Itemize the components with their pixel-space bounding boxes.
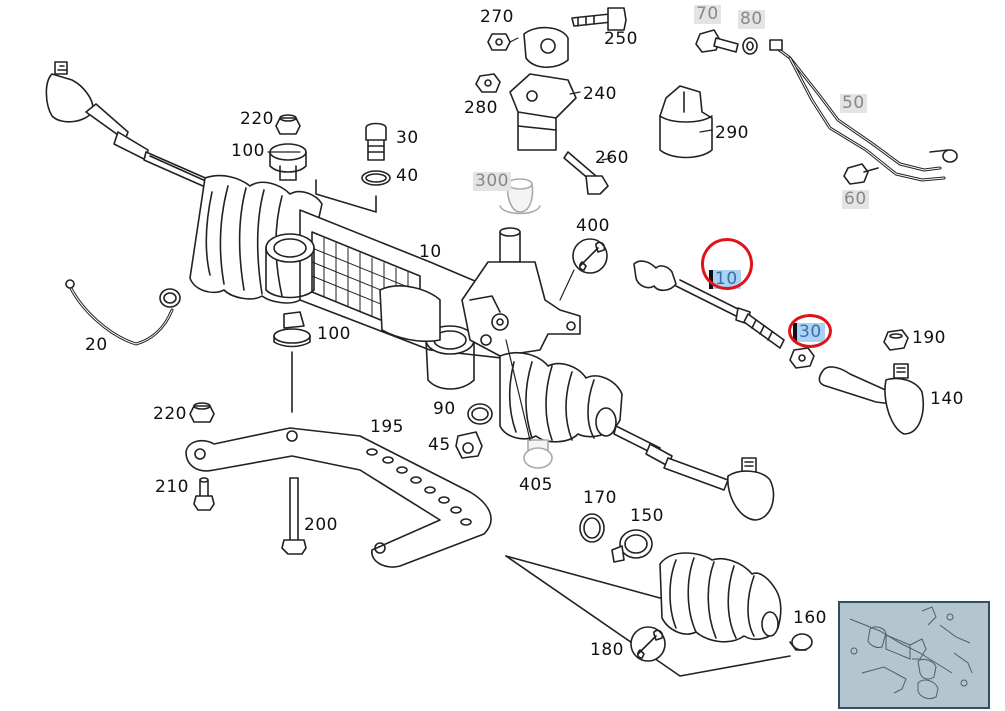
nut-190[interactable] <box>883 329 909 351</box>
cover-300[interactable] <box>499 178 541 215</box>
leader-line <box>505 555 661 599</box>
callout-90[interactable]: 90 <box>433 399 456 419</box>
left-tie-rod-end[interactable] <box>45 61 149 161</box>
callout-50[interactable]: 50 <box>840 93 867 113</box>
callout-405[interactable]: 405 <box>519 475 553 495</box>
mounting-bracket-195[interactable] <box>185 427 492 568</box>
callout-45[interactable]: 45 <box>428 435 451 455</box>
fitting-30-left[interactable] <box>365 122 387 161</box>
nut-220-top[interactable] <box>275 114 301 135</box>
callout-20[interactable]: 20 <box>85 335 108 355</box>
right-bellows[interactable] <box>499 351 623 443</box>
clamp-150[interactable] <box>611 529 653 563</box>
callout-210[interactable]: 210 <box>155 477 189 497</box>
right-tie-rod[interactable] <box>613 425 729 491</box>
callout-10-highlighted[interactable]: 10 <box>709 270 741 289</box>
callout-40[interactable]: 40 <box>396 166 419 186</box>
callout-10[interactable]: 10 <box>419 242 442 262</box>
seal-ring-90[interactable] <box>467 403 493 425</box>
thumbnail-preview <box>849 606 973 700</box>
callout-260[interactable]: 260 <box>595 148 629 168</box>
cover-290[interactable] <box>659 85 713 159</box>
washer-80[interactable] <box>742 37 758 55</box>
nut-220-bottom[interactable] <box>189 402 215 423</box>
inner-tie-rod-10[interactable] <box>633 260 785 349</box>
seal-ring-40[interactable] <box>361 170 391 186</box>
bolt-250[interactable] <box>571 7 627 31</box>
callout-270[interactable]: 270 <box>480 7 514 27</box>
callout-80[interactable]: 80 <box>738 9 765 29</box>
universal-joint-240[interactable] <box>509 26 577 151</box>
callout-290[interactable]: 290 <box>715 123 749 143</box>
mount-100-top[interactable] <box>269 143 307 181</box>
leader-bracket <box>315 179 377 213</box>
callout-170[interactable]: 170 <box>583 488 617 508</box>
nut-270[interactable] <box>487 33 511 51</box>
right-tie-rod-end-assembled[interactable] <box>727 457 775 521</box>
callout-30-highlighted[interactable]: 30 <box>793 323 825 342</box>
fitting-45[interactable] <box>455 431 483 459</box>
callout-220-bottom[interactable]: 220 <box>153 404 187 424</box>
callout-220-top[interactable]: 220 <box>240 109 274 129</box>
leader-line <box>505 555 791 677</box>
callout-400[interactable]: 400 <box>576 216 610 236</box>
callout-180[interactable]: 180 <box>590 640 624 660</box>
callout-195[interactable]: 195 <box>370 417 404 437</box>
feed-pipe-20[interactable] <box>65 279 181 346</box>
bolt-260[interactable] <box>563 151 609 195</box>
diagram-thumbnail-navigator[interactable] <box>838 601 990 709</box>
tie-rod-end-140[interactable] <box>818 363 924 435</box>
callout-140[interactable]: 140 <box>930 389 964 409</box>
clamp-160[interactable] <box>789 633 813 651</box>
nut-280[interactable] <box>475 73 501 93</box>
lock-nut-30[interactable] <box>789 347 815 369</box>
callout-100-bottom[interactable]: 100 <box>317 324 351 344</box>
callout-60[interactable]: 60 <box>842 189 869 209</box>
callout-200[interactable]: 200 <box>304 515 338 535</box>
bellows-kit[interactable] <box>659 552 782 643</box>
pinion-valve-housing[interactable] <box>461 227 581 357</box>
banjo-bolt-70[interactable] <box>695 29 739 53</box>
wrench-icon <box>572 238 608 274</box>
left-bellows[interactable] <box>189 174 323 304</box>
bolt-200[interactable] <box>281 477 307 555</box>
callout-160[interactable]: 160 <box>793 608 827 628</box>
seal-ring-170[interactable] <box>579 513 605 543</box>
callout-250[interactable]: 250 <box>604 29 638 49</box>
callout-240[interactable]: 240 <box>583 84 617 104</box>
mount-100-bottom[interactable] <box>273 311 311 348</box>
left-tie-rod[interactable] <box>143 151 213 191</box>
callout-100-top[interactable]: 100 <box>231 141 265 161</box>
callout-150[interactable]: 150 <box>630 506 664 526</box>
callout-190[interactable]: 190 <box>912 328 946 348</box>
rack-housing[interactable] <box>265 209 521 390</box>
callout-280[interactable]: 280 <box>464 98 498 118</box>
connector-405[interactable] <box>523 439 553 469</box>
bolt-210[interactable] <box>193 477 215 511</box>
wrench-icon <box>630 626 666 662</box>
leader-lines <box>267 37 713 441</box>
bolt-60[interactable] <box>843 163 879 185</box>
callout-300[interactable]: 300 <box>473 171 511 191</box>
return-line-50[interactable] <box>769 39 958 182</box>
callout-30-left[interactable]: 30 <box>396 128 419 148</box>
callout-70[interactable]: 70 <box>694 4 721 24</box>
